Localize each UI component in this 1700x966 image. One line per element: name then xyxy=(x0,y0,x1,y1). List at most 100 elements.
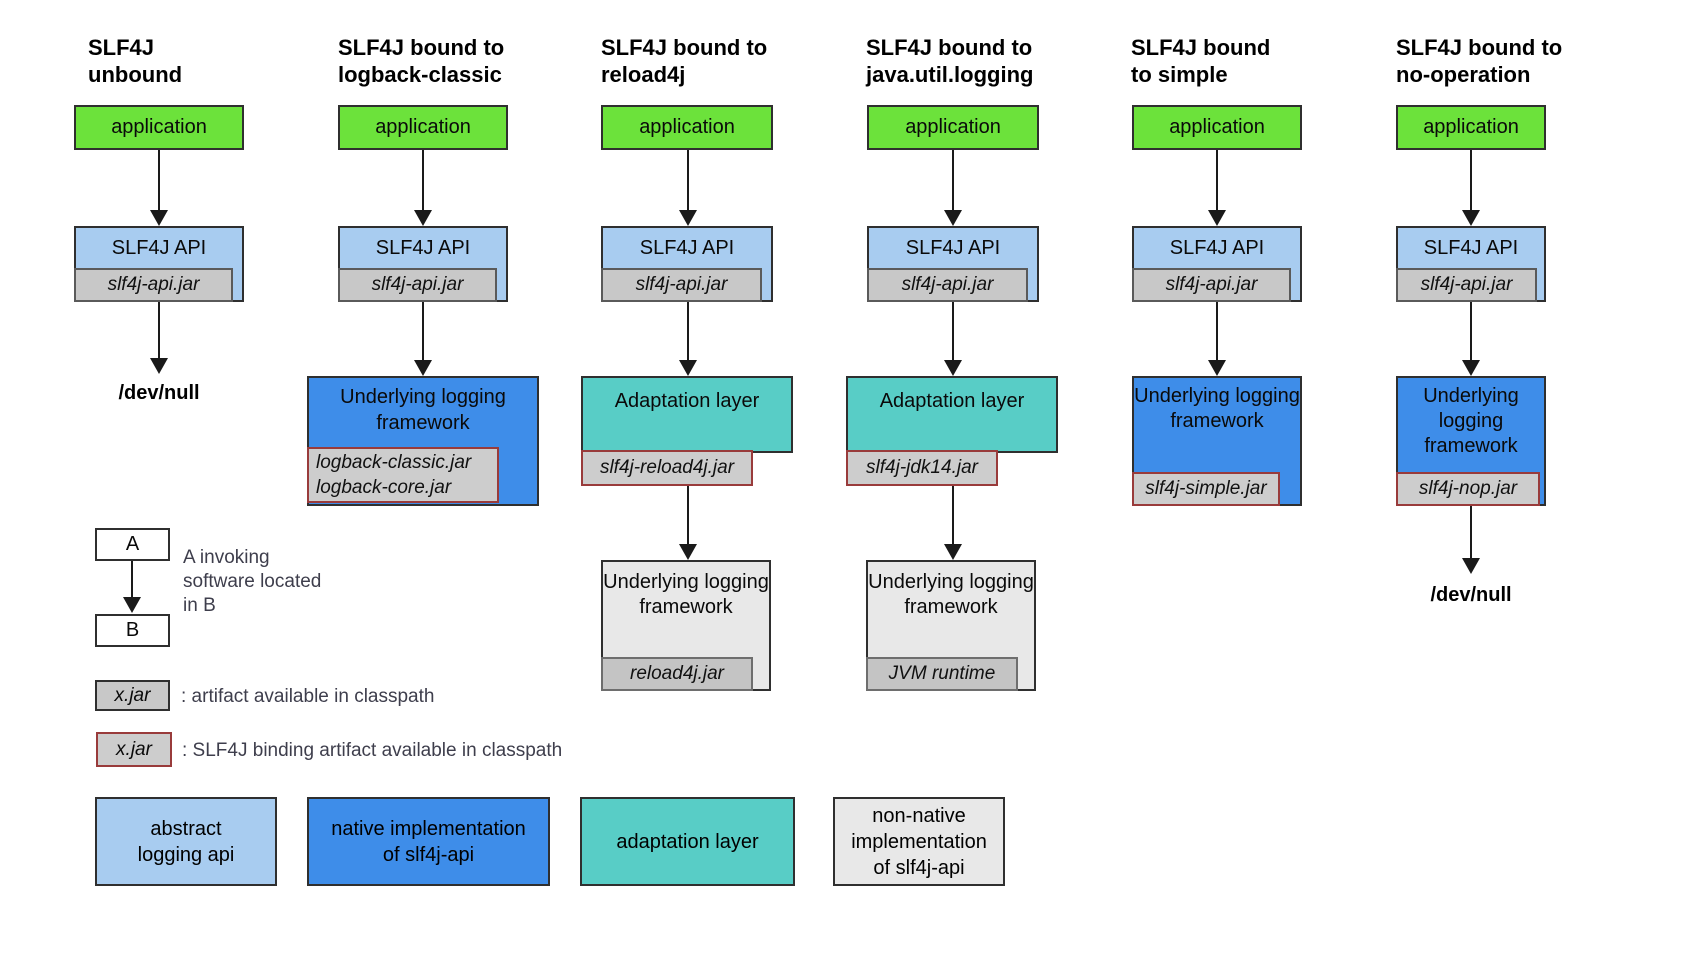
jar-label: logback-classic.jar xyxy=(316,452,472,473)
adaptation-label: Adaptation layer xyxy=(614,390,760,412)
arrow-down-icon xyxy=(414,150,432,226)
title-line: logback-classic xyxy=(338,62,502,87)
legend-invocation-text: A invoking software located in B xyxy=(183,546,321,618)
slf4j-api-label: SLF4J API xyxy=(905,236,1001,259)
binding-jar-tab: slf4j-simple.jar xyxy=(1132,472,1280,506)
slf4j-api-label: SLF4J API xyxy=(639,236,735,259)
legend-a-box: A xyxy=(95,528,170,561)
slf4j-api-box: SLF4J API slf4j-api.jar xyxy=(1396,226,1546,302)
slf4j-api-jar-tab: slf4j-api.jar xyxy=(1132,268,1291,302)
slf4j-api-label: SLF4J API xyxy=(1423,236,1519,259)
adaptation-label: Adaptation layer xyxy=(879,390,1025,412)
legend-category-line: native implementation xyxy=(331,817,526,840)
jar-label: slf4j-api.jar xyxy=(901,274,994,295)
legend-category-line: logging api xyxy=(137,843,235,866)
slf4j-api-box: SLF4J API slf4j-api.jar xyxy=(338,226,508,302)
arrow-down-icon xyxy=(1462,506,1480,574)
arrow-down-icon xyxy=(1208,150,1226,226)
title-line: reload4j xyxy=(601,62,686,87)
application-box: application xyxy=(1132,105,1302,150)
title-line: unbound xyxy=(88,62,183,87)
underlying-logging-framework-box: Underlying logging framework JVM runtime xyxy=(866,560,1036,691)
application-label: application xyxy=(639,116,735,138)
application-label: application xyxy=(375,116,471,138)
binding-jar-tab: slf4j-nop.jar xyxy=(1396,472,1540,506)
legend-a-label: A xyxy=(125,533,140,555)
legend-category-abstract-logging-api: abstract logging api xyxy=(95,797,277,886)
application-label: application xyxy=(1169,116,1265,138)
binding-jar-tab: logback-classic.jar logback-core.jar xyxy=(307,447,499,503)
application-label: application xyxy=(905,116,1001,138)
jar-label: slf4j-reload4j.jar xyxy=(599,457,735,478)
jar-label: slf4j-nop.jar xyxy=(1418,478,1518,499)
application-label: application xyxy=(1423,116,1519,138)
legend-category-adaptation-layer: adaptation layer xyxy=(580,797,795,886)
title-line: SLF4J xyxy=(88,35,155,60)
column-title-logback-classic: SLF4J bound to logback-classic xyxy=(338,34,504,88)
jar-label: slf4j-api.jar xyxy=(371,274,464,295)
framework-label: Underlying logging framework xyxy=(603,571,769,618)
title-line: SLF4J bound to xyxy=(866,35,1033,60)
title-line: SLF4J bound to xyxy=(601,35,768,60)
dev-null-label: /dev/null xyxy=(118,382,200,404)
legend-category-line: of slf4j-api xyxy=(873,856,965,879)
legend-category-line: of slf4j-api xyxy=(382,843,475,866)
application-box: application xyxy=(867,105,1039,150)
arrow-down-icon xyxy=(679,486,697,560)
arrow-down-icon xyxy=(150,302,168,374)
legend-text-line: software located xyxy=(183,571,322,592)
column-title-simple: SLF4J bound to simple xyxy=(1131,34,1270,88)
underlying-logging-framework-box: Underlying logging framework slf4j-simpl… xyxy=(1132,376,1302,506)
legend-category-line: adaptation layer xyxy=(616,830,759,853)
slf4j-api-label: SLF4J API xyxy=(1169,236,1265,259)
legend-text-line: A invoking xyxy=(183,547,270,568)
adaptation-layer-box: Adaptation layer slf4j-reload4j.jar xyxy=(581,376,793,486)
legend-category-line: non-native xyxy=(872,804,966,827)
arrow-down-icon xyxy=(123,561,141,613)
column-title-unbound: SLF4J unbound xyxy=(88,34,182,88)
legend-binding-jar-desc: : SLF4J binding artifact available in cl… xyxy=(182,740,563,761)
arrow-down-icon xyxy=(150,150,168,226)
jar-label: logback-core.jar xyxy=(316,477,452,498)
jar-label: slf4j-api.jar xyxy=(1165,274,1258,295)
legend-plain-jar-desc: : artifact available in classpath xyxy=(181,686,435,707)
arrow-down-icon xyxy=(414,302,432,376)
underlying-logging-framework-box: Underlying logging framework logback-cla… xyxy=(307,376,539,506)
slf4j-api-box: SLF4J API slf4j-api.jar xyxy=(1132,226,1302,302)
binding-jar-tab: slf4j-reload4j.jar xyxy=(581,450,753,486)
column-title-no-operation: SLF4J bound to no-operation xyxy=(1396,34,1562,88)
application-box: application xyxy=(601,105,773,150)
slf4j-api-box: SLF4J API slf4j-api.jar xyxy=(601,226,773,302)
arrow-down-icon xyxy=(1208,302,1226,376)
slf4j-api-box: SLF4J API slf4j-api.jar xyxy=(867,226,1039,302)
framework-jar-tab: JVM runtime xyxy=(866,657,1018,691)
slf4j-api-jar-tab: slf4j-api.jar xyxy=(1396,268,1537,302)
application-box: application xyxy=(74,105,244,150)
slf4j-api-jar-tab: slf4j-api.jar xyxy=(601,268,762,302)
arrow-down-icon xyxy=(944,486,962,560)
title-line: to simple xyxy=(1131,62,1228,87)
slf4j-api-label: SLF4J API xyxy=(375,236,471,259)
framework-label: Underlying logging framework xyxy=(868,571,1034,618)
jar-label: slf4j-simple.jar xyxy=(1145,478,1267,499)
jar-label: slf4j-api.jar xyxy=(635,274,728,295)
title-line: SLF4J bound xyxy=(1131,35,1271,60)
slf4j-api-label: SLF4J API xyxy=(111,236,207,259)
jar-label: slf4j-api.jar xyxy=(1420,274,1513,295)
adaptation-layer-box: Adaptation layer slf4j-jdk14.jar xyxy=(846,376,1058,486)
application-box: application xyxy=(1396,105,1546,150)
arrow-down-icon xyxy=(944,302,962,376)
legend-category-non-native-implementation: non-native implementation of slf4j-api xyxy=(833,797,1005,886)
legend-category-line: abstract xyxy=(150,817,222,840)
application-box: application xyxy=(338,105,508,150)
legend-binding-jar-box: x.jar xyxy=(96,732,172,767)
title-line: SLF4J bound to xyxy=(1396,35,1563,60)
jar-label: slf4j-jdk14.jar xyxy=(866,457,978,478)
jar-label: slf4j-api.jar xyxy=(107,274,200,295)
slf4j-api-box: SLF4J API slf4j-api.jar xyxy=(74,226,244,302)
underlying-logging-framework-box: Underlying logging framework slf4j-nop.j… xyxy=(1396,376,1546,506)
jar-label: x.jar xyxy=(114,684,151,706)
slf4j-api-jar-tab: slf4j-api.jar xyxy=(74,268,233,302)
legend-plain-jar-box: x.jar xyxy=(95,680,170,711)
